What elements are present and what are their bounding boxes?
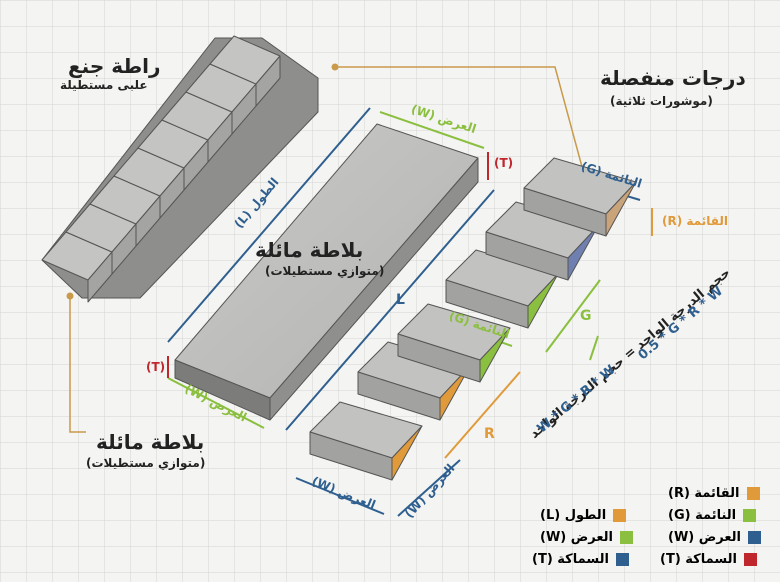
leader-dot xyxy=(331,63,339,71)
legend-swatch xyxy=(746,487,760,500)
slab-width-dim-top xyxy=(379,111,485,149)
slab-title: بلاطة مائلة xyxy=(255,238,364,262)
formula-arrow xyxy=(589,335,599,361)
slab-L-label: L xyxy=(396,292,405,308)
legend-label: النائمة (G) xyxy=(668,508,737,523)
legend-item: الطول (L) xyxy=(540,508,627,523)
step-R-label: R xyxy=(484,426,495,442)
stair-title: راطة جنع xyxy=(68,54,161,78)
step-triangle-face xyxy=(439,365,471,421)
legend-label: العرض (W) xyxy=(540,530,614,545)
stair-steps xyxy=(41,35,281,303)
stair-riser xyxy=(255,55,281,107)
step-G-dim xyxy=(545,279,601,353)
legend-swatch xyxy=(743,553,757,566)
steps-subtitle: (موشورات ثلاثية) xyxy=(610,94,713,108)
legend-label: الطول (L) xyxy=(540,508,607,523)
slab-t-label-bottom: (T) xyxy=(146,360,166,374)
step-triangle-face xyxy=(479,327,511,383)
legend-label: القائمة (R) xyxy=(668,486,740,501)
step-R-dim xyxy=(444,371,521,459)
step-rise-label-top: القائمة (R) xyxy=(662,214,728,228)
legend-label: العرض (W) xyxy=(668,530,742,545)
slab-width-dim-bottom xyxy=(167,377,265,429)
slab-L-dim xyxy=(285,189,495,431)
stair-subtitle: علبى مستطيلة xyxy=(60,78,148,92)
legend-item: السماكة (T) xyxy=(532,552,629,567)
slab-bottom-subtitle: (متوازي مستطيلات) xyxy=(86,456,206,470)
legend-swatch xyxy=(615,553,629,566)
slab-t-label-top: (T) xyxy=(494,156,514,170)
leader-lines xyxy=(69,66,586,433)
slab-subtitle: (متوازي مستطيلات) xyxy=(265,264,385,278)
step-triangle-face xyxy=(605,181,637,237)
legend-item: النائمة (G) xyxy=(668,508,757,523)
step-triangle-face xyxy=(527,273,559,329)
step-triangle-face xyxy=(391,425,423,481)
legend-swatch xyxy=(613,509,627,522)
step-triangle-face xyxy=(567,225,599,281)
legend-swatch xyxy=(743,509,757,522)
legend-item: العرض (W) xyxy=(540,530,634,545)
slab-length-dim xyxy=(167,107,371,343)
step-G-label: G xyxy=(580,308,592,324)
slab-bottom-title: بلاطة مائلة xyxy=(96,430,205,454)
legend-swatch xyxy=(748,531,762,544)
legend-item: القائمة (R) xyxy=(668,486,760,501)
steps-title: درجات منفصلة xyxy=(600,66,746,90)
slab-block xyxy=(174,123,479,421)
legend-swatch xyxy=(620,531,634,544)
step-width-dim-b xyxy=(397,459,461,517)
step-width-dim-a xyxy=(295,477,385,515)
legend-label: السماكة (T) xyxy=(660,552,737,567)
leader-dot xyxy=(66,292,74,300)
legend-label: السماكة (T) xyxy=(532,552,609,567)
separate-steps xyxy=(309,157,637,481)
legend-item: العرض (W) xyxy=(668,530,762,545)
legend-item: السماكة (T) xyxy=(660,552,757,567)
